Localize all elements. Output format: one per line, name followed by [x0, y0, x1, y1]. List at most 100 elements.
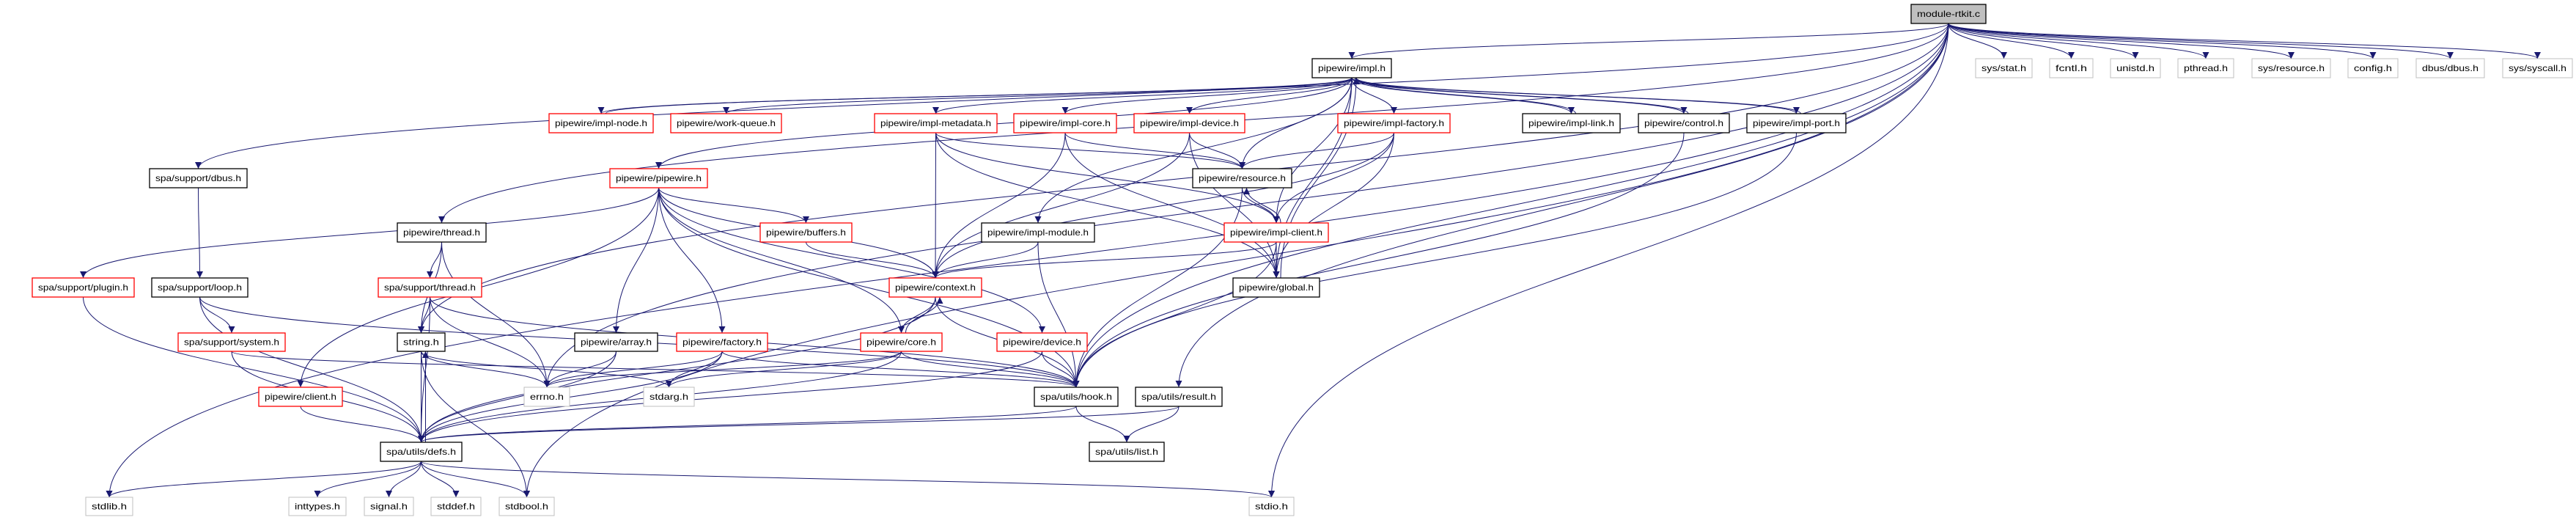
node-impl-node[interactable]: pipewire/impl-node.h	[548, 113, 654, 133]
edge-array-to-defs	[418, 351, 617, 443]
node-label: pipewire/client.h	[265, 392, 336, 402]
node-fcntl[interactable]: fcntl.h	[2049, 58, 2094, 78]
edge-root-to-sys_resource	[1948, 23, 2295, 59]
node-sup-dbus[interactable]: spa/support/dbus.h	[149, 168, 248, 188]
node-impl[interactable]: pipewire/impl.h	[1311, 58, 1392, 78]
node-label: spa/support/dbus.h	[155, 173, 241, 183]
node-label: stdbool.h	[505, 502, 548, 512]
node-sys-resource[interactable]: sys/resource.h	[2251, 58, 2331, 78]
node-errno[interactable]: errno.h	[523, 387, 570, 407]
node-box	[2110, 58, 2161, 78]
node-stdarg[interactable]: stdarg.h	[643, 387, 695, 407]
node-label: pipewire/thread.h	[403, 227, 480, 238]
node-resource[interactable]: pipewire/resource.h	[1192, 168, 1292, 188]
node-core[interactable]: pipewire/core.h	[860, 332, 943, 352]
edge-impl-to-impl_metadata	[932, 77, 1353, 114]
node-box	[378, 277, 482, 298]
edge-pipewire-to-hook	[658, 187, 1080, 388]
node-device[interactable]: pipewire/device.h	[996, 332, 1088, 352]
node-root[interactable]: module-rtkit.c	[1910, 4, 1987, 24]
node-buffers[interactable]: pipewire/buffers.h	[759, 222, 853, 243]
edge-factory-to-defs	[418, 351, 723, 443]
node-label: pipewire/factory.h	[682, 337, 762, 348]
node-control[interactable]: pipewire/control.h	[1638, 113, 1730, 133]
node-stddef[interactable]: stddef.h	[430, 497, 482, 516]
node-loop[interactable]: spa/support/loop.h	[151, 277, 249, 298]
node-box	[1013, 113, 1117, 133]
node-box	[364, 497, 414, 516]
edge-result-to-list	[1123, 406, 1180, 443]
node-stdbool[interactable]: stdbool.h	[498, 497, 555, 516]
node-work-queue[interactable]: pipewire/work-queue.h	[670, 113, 782, 133]
edge-impl_core-to-context	[932, 132, 1066, 279]
edge-impl_port-to-hook	[1072, 132, 1797, 388]
node-defs[interactable]: spa/utils/defs.h	[380, 442, 463, 462]
edge-plugin-to-defs	[83, 296, 424, 443]
node-context[interactable]: pipewire/context.h	[888, 277, 982, 298]
node-label: pipewire/impl-module.h	[987, 227, 1089, 238]
node-label: pipewire/impl-core.h	[1020, 118, 1111, 128]
node-inttypes[interactable]: inttypes.h	[288, 497, 347, 516]
node-list[interactable]: spa/utils/list.h	[1089, 442, 1165, 462]
edge-root-to-stdbool	[523, 23, 1949, 498]
node-impl-metadata[interactable]: pipewire/impl-metadata.h	[874, 113, 998, 133]
node-system[interactable]: spa/support/system.h	[177, 332, 286, 352]
node-label: errno.h	[530, 392, 564, 402]
edge-hook-to-defs	[418, 406, 1077, 443]
node-label: pipewire/impl-factory.h	[1344, 118, 1444, 128]
node-box	[2502, 58, 2573, 78]
node-result[interactable]: spa/utils/result.h	[1135, 387, 1223, 407]
node-impl-port[interactable]: pipewire/impl-port.h	[1746, 113, 1847, 133]
node-box	[177, 332, 286, 352]
edge-pipewire-to-array	[613, 187, 659, 334]
edge-impl_node-to-impl	[605, 77, 1360, 114]
node-sup-thread[interactable]: spa/support/thread.h	[378, 277, 482, 298]
node-hook[interactable]: spa/utils/hook.h	[1034, 387, 1119, 407]
edge-impl_device-to-resource	[1189, 132, 1245, 169]
node-impl-client[interactable]: pipewire/impl-client.h	[1223, 222, 1329, 243]
node-global[interactable]: pipewire/global.h	[1232, 277, 1320, 298]
node-box	[1089, 442, 1165, 462]
node-box	[676, 332, 768, 352]
node-plugin[interactable]: spa/support/plugin.h	[32, 277, 135, 298]
node-label: spa/support/plugin.h	[38, 282, 128, 293]
node-impl-device[interactable]: pipewire/impl-device.h	[1133, 113, 1245, 133]
node-client[interactable]: pipewire/client.h	[258, 387, 343, 407]
node-impl-link[interactable]: pipewire/impl-link.h	[1522, 113, 1621, 133]
node-signal[interactable]: signal.h	[364, 497, 414, 516]
node-impl-factory[interactable]: pipewire/impl-factory.h	[1337, 113, 1451, 133]
node-array[interactable]: pipewire/array.h	[574, 332, 658, 352]
edge-root-to-pthread	[1948, 23, 2209, 59]
node-sys-stat[interactable]: sys/stat.h	[1975, 58, 2033, 78]
edge-root-to-sys_stat	[1948, 23, 2007, 59]
node-impl-core[interactable]: pipewire/impl-core.h	[1013, 113, 1117, 133]
node-box	[1337, 113, 1451, 133]
edge-impl_client-to-resource	[1243, 187, 1281, 224]
node-stdlib[interactable]: stdlib.h	[85, 497, 133, 516]
edge-string-to-stdarg	[421, 351, 672, 388]
node-label: sys/stat.h	[1981, 63, 2026, 73]
node-label: sys/syscall.h	[2509, 63, 2566, 73]
node-sys-syscall[interactable]: sys/syscall.h	[2502, 58, 2573, 78]
node-box	[397, 222, 487, 243]
node-string[interactable]: string.h	[397, 332, 446, 352]
edge-resource-to-hook	[1072, 187, 1243, 388]
edge-pw_thread-to-sup_thread	[427, 241, 442, 279]
node-dbus-dbus[interactable]: dbus/dbus.h	[2415, 58, 2485, 78]
edge-control-to-hook	[1072, 132, 1685, 388]
edge-root-to-config	[1948, 23, 2377, 59]
node-stdio[interactable]: stdio.h	[1248, 497, 1295, 516]
node-impl-module[interactable]: pipewire/impl-module.h	[981, 222, 1095, 243]
node-box	[1746, 113, 1847, 133]
node-box	[2049, 58, 2094, 78]
node-factory[interactable]: pipewire/factory.h	[676, 332, 768, 352]
node-pthread[interactable]: pthread.h	[2177, 58, 2234, 78]
node-box	[759, 222, 853, 243]
edge-root-to-hook	[1072, 23, 1949, 388]
node-pipewire[interactable]: pipewire/pipewire.h	[609, 168, 708, 188]
node-pw-thread[interactable]: pipewire/thread.h	[397, 222, 487, 243]
node-unistd[interactable]: unistd.h	[2110, 58, 2161, 78]
node-config[interactable]: config.h	[2347, 58, 2399, 78]
edge-string-to-stdbool	[421, 351, 530, 498]
node-box	[1232, 277, 1320, 298]
